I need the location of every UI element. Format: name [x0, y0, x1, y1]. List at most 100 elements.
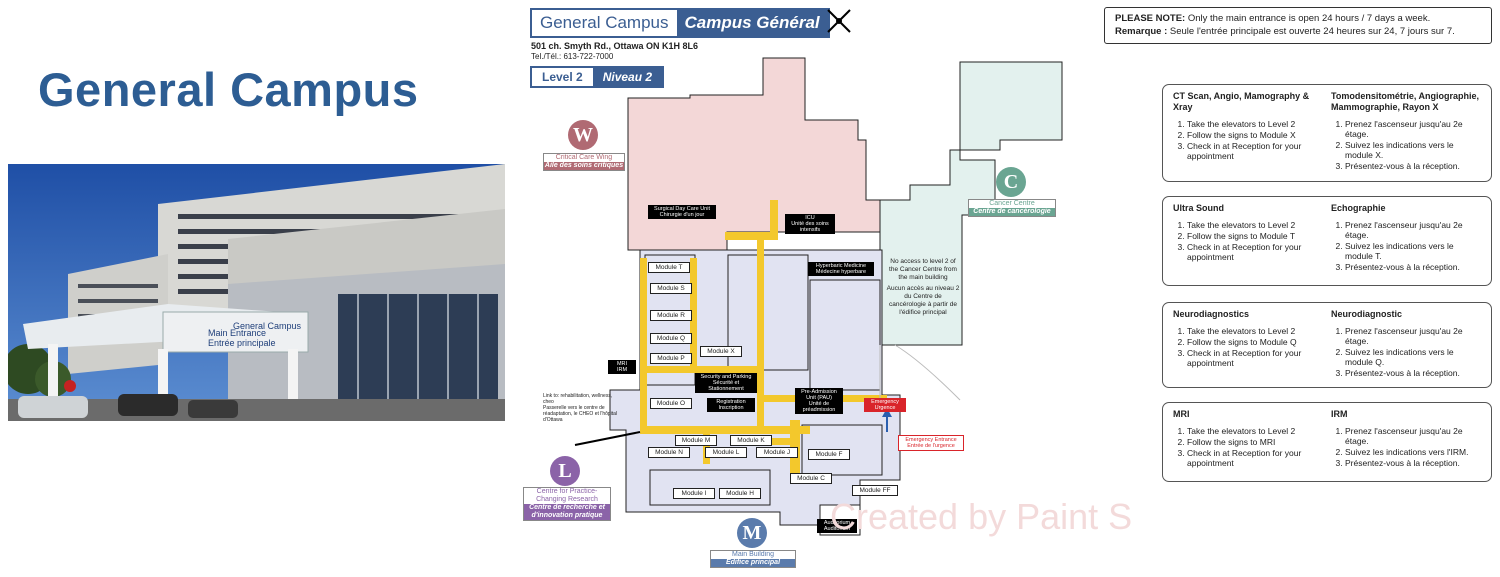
step: Follow the signs to Module Q [1187, 337, 1323, 347]
module-n[interactable]: Module N [648, 447, 690, 458]
module-i[interactable]: Module I [673, 488, 715, 499]
level-label: Level 2 Niveau 2 [530, 66, 665, 88]
module-t[interactable]: Module T [648, 262, 690, 273]
main-building-en: Main Building [731, 551, 775, 558]
step: Check in at Reception for your appointme… [1187, 448, 1323, 468]
critical-care-wing-area [627, 57, 883, 251]
hyperbaric-fr: Médecine hyperbare [815, 269, 867, 275]
icu-en: ICU [805, 215, 815, 221]
step: Suivez les indications vers l'IRM. [1345, 447, 1481, 457]
module-p[interactable]: Module P [650, 353, 692, 364]
module-ff[interactable]: Module FF [852, 485, 898, 496]
emergency-en: Emergency [871, 399, 899, 405]
security-fr: Sécurité et Stationnement [708, 380, 744, 392]
link-en: Link to: rehabilitation, wellness, cheo [543, 393, 613, 405]
step: Suivez les indications vers le module T. [1345, 241, 1481, 261]
preadmission-en: Pre-Admission Unit (PAU) [801, 389, 837, 401]
mri-fr: IRM [616, 367, 628, 373]
step: Présentez-vous à la réception. [1345, 161, 1481, 171]
note-label-en: PLEASE NOTE: [1115, 13, 1186, 24]
note-label-fr: Remarque : [1115, 26, 1168, 37]
surgical-day-care-label: Surgical Day Care Unit Chirurgie d'un jo… [648, 205, 716, 219]
mri-label: MRI IRM [608, 360, 636, 374]
module-m[interactable]: Module M [675, 435, 717, 446]
step: Prenez l'ascenseur jusqu'au 2e étage. [1345, 220, 1481, 240]
watermark: Created by Paint S [830, 496, 1133, 537]
module-l[interactable]: Module L [705, 447, 747, 458]
module-s[interactable]: Module S [650, 283, 692, 294]
emergency-fr: Urgence [874, 405, 896, 411]
building-photo: General Campus Main Entrance Entrée prin… [8, 164, 505, 421]
step: Présentez-vous à la réception. [1345, 368, 1481, 378]
instruction-box-mri: MRI Take the elevators to Level 2Follow … [1162, 402, 1492, 482]
security-label: Security and Parking Sécurité et Station… [695, 373, 757, 393]
auditorium-fr: Auditorium [823, 526, 851, 532]
step: Prenez l'ascenseur jusqu'au 2e étage. [1345, 426, 1481, 446]
link-label: Link to: rehabilitation, wellness, cheo … [543, 393, 623, 423]
hyperbaric-en: Hyperbaric Medicine [815, 263, 867, 269]
surgical-fr: Chirurgie d'un jour [659, 212, 705, 218]
auditorium-en: Auditorium [823, 520, 851, 526]
emergency-entrance-label: Emergency Entrance Entrée de l'urgence [898, 435, 964, 451]
module-j[interactable]: Module J [756, 447, 798, 458]
research-centre-caption: Centre for Practice-Changing Research Ce… [523, 487, 611, 521]
cancer-note-fr: Aucun accès au niveau 2 du Centre de can… [886, 285, 960, 316]
auditorium-label: Auditorium Auditorium [817, 519, 857, 533]
instruction-title-en: Neurodiagnostics [1173, 309, 1250, 319]
cancer-centre-caption: Cancer Centre Centre de cancérologie [968, 199, 1056, 217]
step: Check in at Reception for your appointme… [1187, 242, 1323, 262]
step: Prenez l'ascenseur jusqu'au 2e étage. [1345, 119, 1481, 139]
module-c[interactable]: Module C [790, 473, 832, 484]
m-circle: M [737, 518, 767, 548]
critical-care-en: Critical Care Wing [555, 154, 613, 161]
instruction-title-fr: Echographie [1331, 203, 1386, 213]
critical-care-fr: Aile des soins critiques [544, 162, 624, 170]
instruction-title-fr: Neurodiagnostic [1331, 309, 1403, 319]
step: Follow the signs to MRI [1187, 437, 1323, 447]
module-r[interactable]: Module R [650, 310, 692, 321]
icu-label: ICU Unité des soins intensifs [785, 214, 835, 234]
note-text-en: Only the main entrance is open 24 hours … [1187, 13, 1431, 24]
mri-en: MRI [616, 361, 628, 367]
critical-care-caption: Critical Care Wing Aile des soins critiq… [543, 153, 625, 171]
preadmission-label: Pre-Admission Unit (PAU) Unité de préadm… [795, 388, 843, 414]
module-f[interactable]: Module F [808, 449, 850, 460]
main-building-caption: Main Building Édifice principal [710, 550, 796, 568]
instruction-box-ultrasound: Ultra Sound Take the elevators to Level … [1162, 196, 1492, 286]
module-x[interactable]: Module X [700, 346, 742, 357]
instruction-title-fr: Tomodensitométrie, Angiographie, Mammogr… [1331, 91, 1480, 112]
icu-fr: Unité des soins intensifs [791, 221, 829, 233]
module-o[interactable]: Module O [650, 398, 692, 409]
step: Take the elevators to Level 2 [1187, 426, 1323, 436]
registration-fr: Inscription [718, 405, 744, 411]
instruction-title-en: MRI [1173, 409, 1190, 419]
step: Présentez-vous à la réception. [1345, 458, 1481, 468]
module-h[interactable]: Module H [719, 488, 761, 499]
main-building-fr: Édifice principal [711, 559, 795, 567]
instruction-title-en: Ultra Sound [1173, 203, 1224, 213]
compass-icon [824, 6, 854, 41]
module-q[interactable]: Module Q [650, 333, 692, 344]
cancer-centre-fr: Centre de cancérologie [969, 208, 1055, 216]
sign-campus: General Campus [233, 321, 302, 331]
module-k[interactable]: Module K [730, 435, 772, 446]
research-centre-en: Centre for Practice-Changing Research [536, 488, 598, 503]
c-circle: C [996, 167, 1026, 197]
sign-main-entrance: Main Entrance [208, 328, 266, 338]
preadmission-fr: Unité de préadmission [802, 401, 836, 413]
instruction-box-ct: CT Scan, Angio, Mamography & Xray Take t… [1162, 84, 1492, 182]
instruction-title-en: CT Scan, Angio, Mamography & Xray [1173, 91, 1310, 112]
level-fr: Niveau 2 [592, 68, 663, 86]
map-title: General Campus Campus Général [530, 8, 830, 38]
page-title: General Campus [38, 63, 419, 116]
sign-entree-principale: Entrée principale [208, 338, 276, 348]
step: Prenez l'ascenseur jusqu'au 2e étage. [1345, 326, 1481, 346]
surgical-en: Surgical Day Care Unit [654, 206, 710, 212]
link-fr: Passerelle vers le centre de réadaptatio… [543, 405, 618, 423]
map-title-en: General Campus [532, 10, 677, 36]
step: Take the elevators to Level 2 [1187, 119, 1323, 129]
instruction-title-fr: IRM [1331, 409, 1348, 419]
cancer-access-note: No access to level 2 of the Cancer Centr… [885, 258, 961, 317]
research-centre-fr: Centre de recherche et d'innovation prat… [524, 504, 610, 520]
step: Suivez les indications vers le module Q. [1345, 347, 1481, 367]
